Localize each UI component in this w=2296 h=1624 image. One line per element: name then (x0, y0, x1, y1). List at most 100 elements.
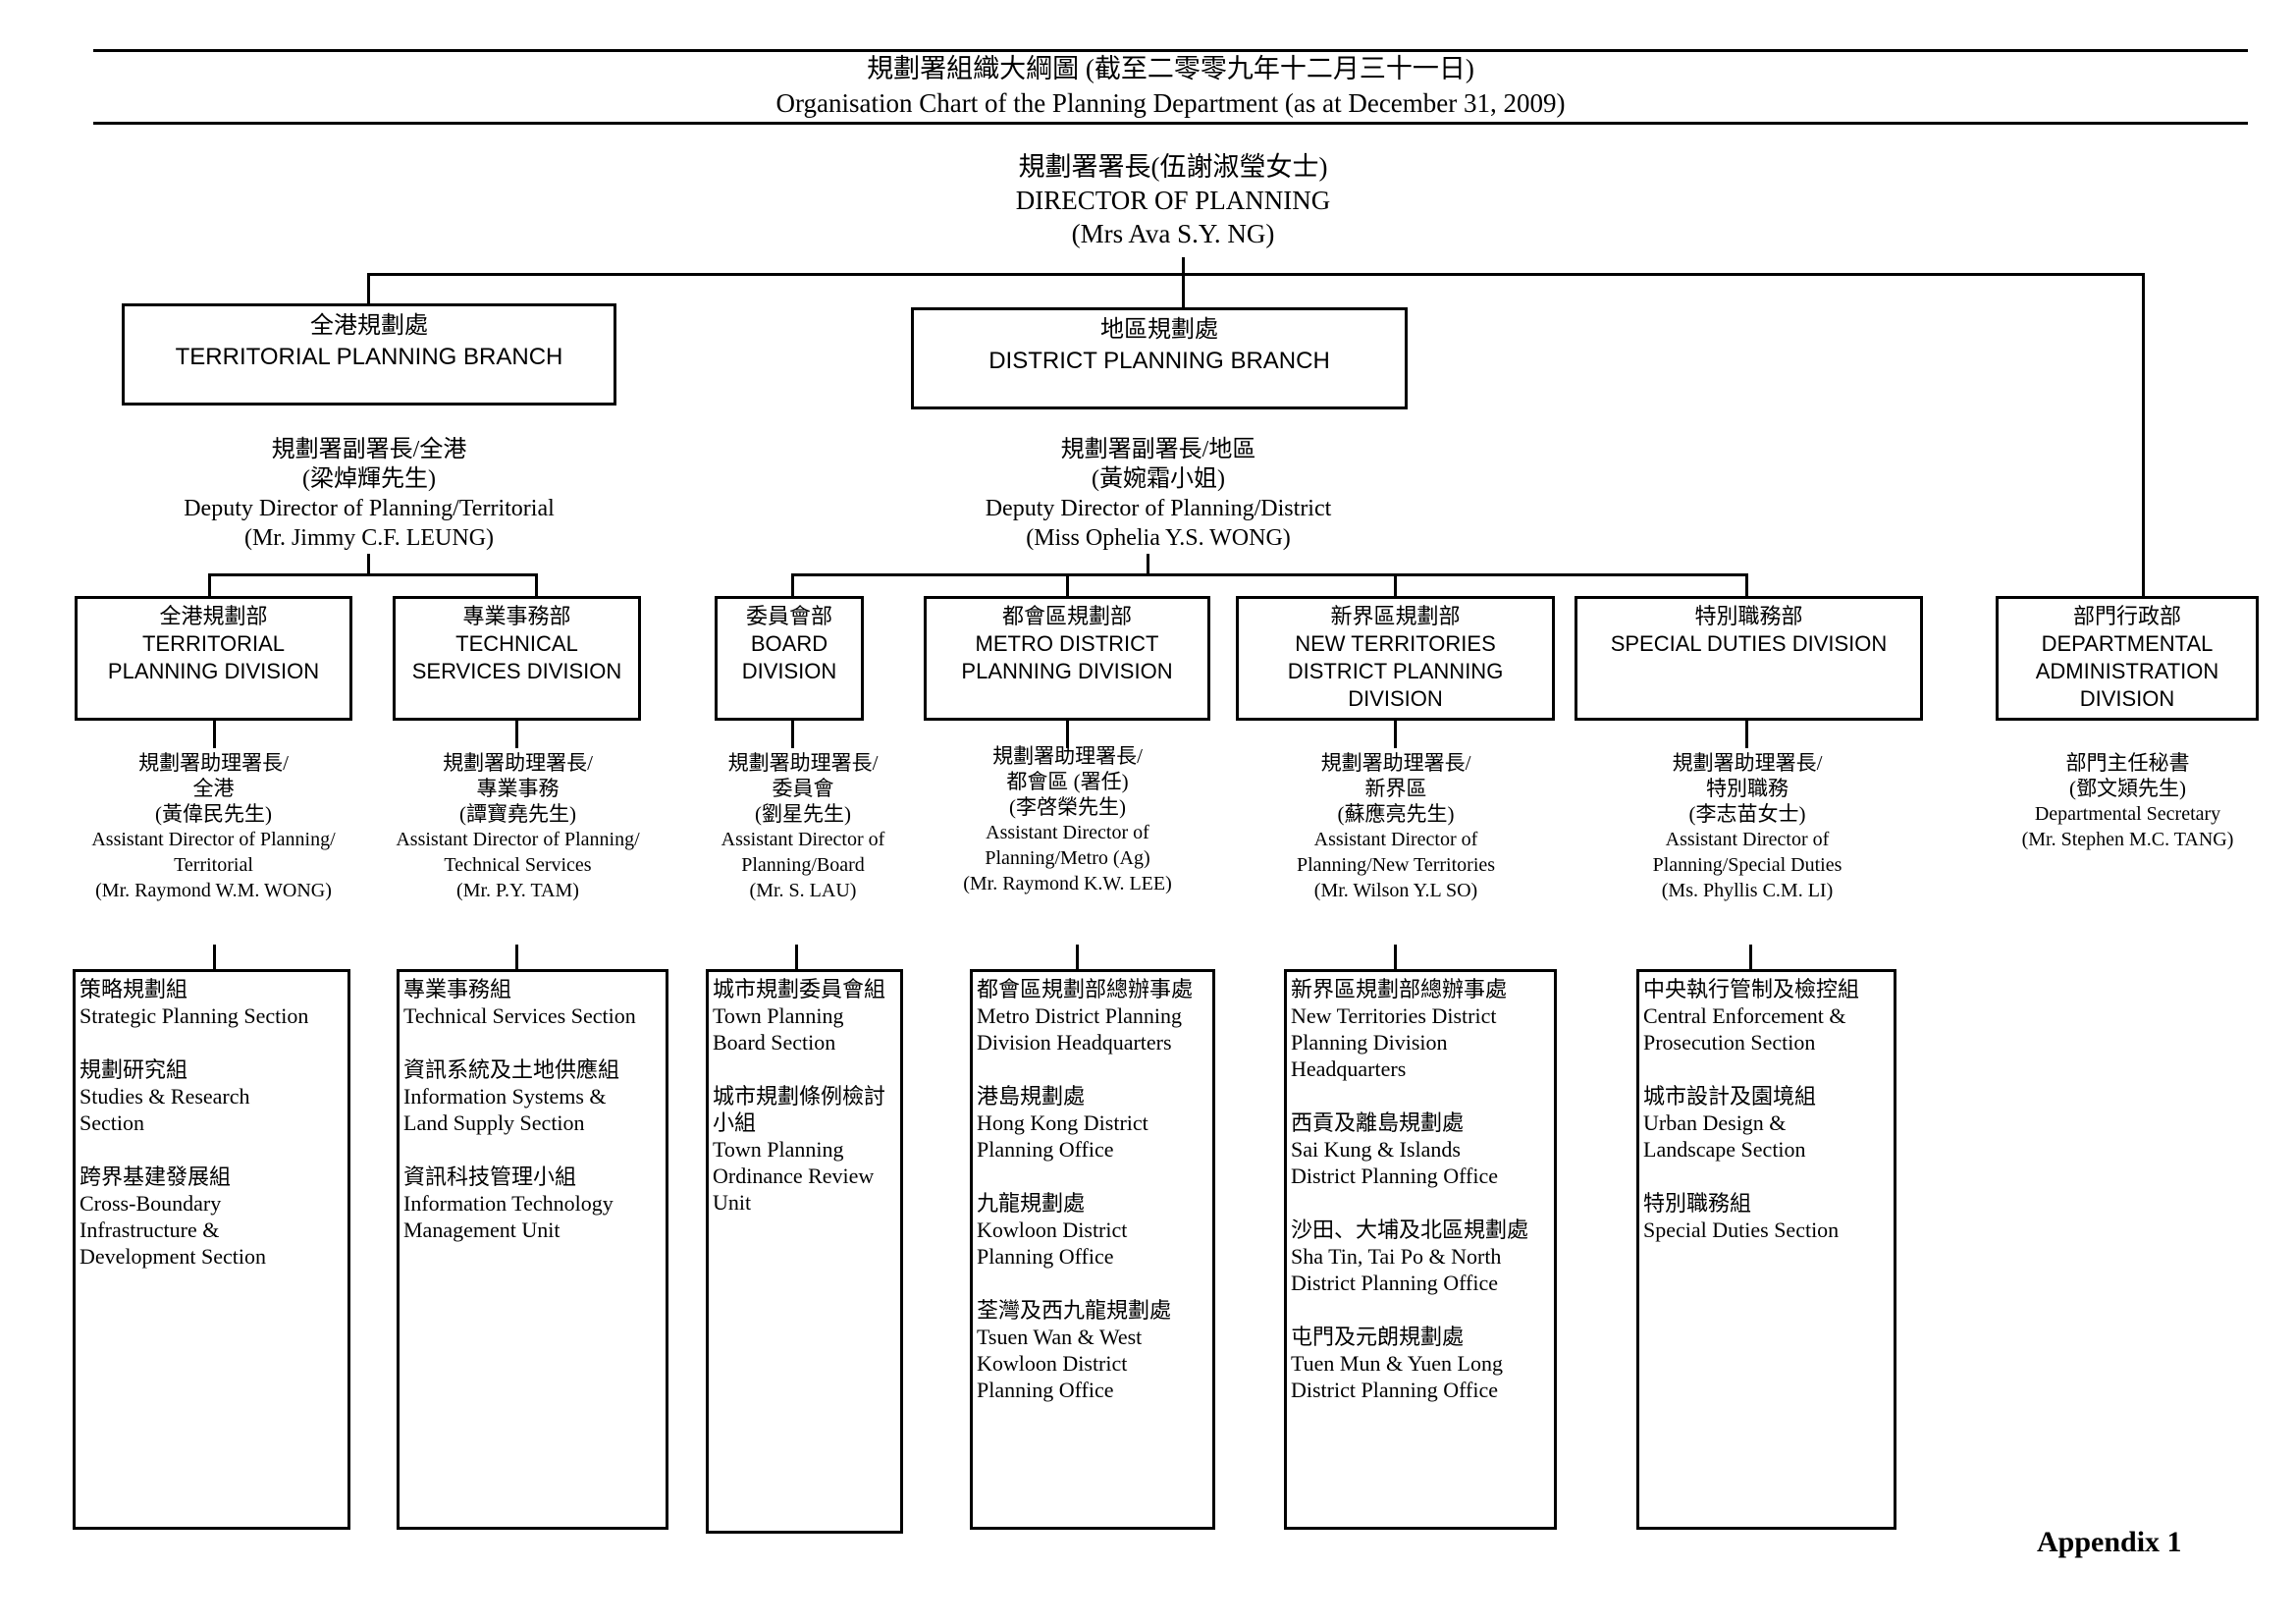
section-item: 特別職務組 Special Duties Section (1643, 1190, 1894, 1243)
ad-special-duties: 規劃署助理署長/ 特別職務 (李志苗女士) Assistant Director… (1610, 750, 1885, 903)
deputy-district-name-zh: (黃婉霜小姐) (1092, 466, 1225, 492)
section-en: Town Planning (713, 1003, 844, 1028)
deputy-district-name: (Miss Ophelia Y.S. WONG) (1026, 525, 1291, 551)
ad-line: 規劃署助理署長/ (727, 751, 879, 775)
sections-box-special-duties: 中央執行管制及檢控組 Central Enforcement & Prosecu… (1636, 969, 1896, 1530)
section-en: Information Technology (403, 1191, 614, 1216)
ad-line: Departmental Secretary (2034, 803, 2221, 825)
section-zh: 專業事務組 (403, 977, 512, 1001)
section-en: Sai Kung & Islands (1291, 1137, 1461, 1162)
section-en: District Planning Office (1291, 1271, 1498, 1295)
section-zh: 西貢及離島規劃處 (1291, 1110, 1465, 1135)
ad-line: 特別職務 (1706, 777, 1789, 800)
section-en: Central Enforcement & (1643, 1003, 1846, 1028)
section-zh: 港島規劃處 (977, 1084, 1086, 1109)
territorial-branch-connector (367, 273, 370, 304)
ad-line: (譚寶堯先生) (459, 802, 576, 826)
deputy-territorial: 規劃署副署長/全港 (梁焯輝先生) Deputy Director of Pla… (124, 435, 614, 553)
section-en: Division Headquarters (977, 1030, 1172, 1055)
territorial-sections-connector (213, 945, 216, 970)
section-en: Headquarters (1291, 1056, 1407, 1081)
deputy-territorial-en: Deputy Director of Planning/Territorial (184, 496, 555, 521)
division-box-metro: 都會區規劃部 METRO DISTRICT PLANNING DIVISION (924, 596, 1210, 721)
section-en: Kowloon District (977, 1218, 1128, 1242)
ad-line: Assistant Director of (721, 829, 885, 850)
section-zh: 規劃研究組 (80, 1057, 188, 1082)
section-en: Hong Kong District (977, 1110, 1148, 1135)
ad-line: (Mr. Raymond K.W. LEE) (963, 873, 1172, 894)
technical-ad-connector (515, 721, 518, 748)
section-zh: 沙田、大埔及北區規劃處 (1291, 1218, 1529, 1242)
division-en-line: BOARD (750, 631, 828, 656)
section-en: District Planning Office (1291, 1378, 1498, 1402)
special-div-connector (1745, 573, 1748, 597)
division-en-line: TERRITORIAL (141, 631, 286, 656)
deputy-territorial-name: (Mr. Jimmy C.F. LEUNG) (243, 525, 495, 551)
ad-line: Assistant Director of (1313, 829, 1478, 850)
sections-box-metro: 都會區規劃部總辦事處 Metro District Planning Divis… (970, 969, 1215, 1530)
division-en-line: DIVISION (2079, 686, 2175, 711)
division-en-line: PLANNING DIVISION (961, 659, 1173, 683)
section-en: Prosecution Section (1643, 1030, 1816, 1055)
territorial-ad-connector (213, 721, 216, 748)
director-title-en: DIRECTOR OF PLANNING (1015, 186, 1331, 215)
section-item: 策略規劃組 Strategic Planning Section (80, 976, 347, 1029)
header-top-rule (93, 49, 2248, 52)
appendix-label: Appendix 1 (2037, 1526, 2182, 1558)
section-zh: 新界區規劃部總辦事處 (1291, 977, 1508, 1001)
section-item: 都會區規劃部總辦事處 Metro District Planning Divis… (977, 976, 1212, 1056)
ad-line: 都會區 (署任) (1006, 770, 1129, 793)
board-sections-connector (795, 945, 798, 970)
page-title: 規劃署組織大綱圖 (截至二零零九年十二月三十一日) Organisation C… (93, 52, 2248, 121)
ad-line: 規劃署助理署長/ (1672, 751, 1823, 775)
section-item: 城市設計及園境組 Urban Design & Landscape Sectio… (1643, 1083, 1894, 1163)
special-ad-connector (1745, 721, 1748, 748)
section-en: District Planning Office (1291, 1164, 1498, 1188)
section-item: 資訊科技管理小組 Information Technology Manageme… (403, 1164, 666, 1243)
ad-territorial: 規劃署助理署長/ 全港 (黃偉民先生) Assistant Director o… (59, 750, 368, 903)
division-en-line: SERVICES DIVISION (411, 659, 622, 683)
division-en-line: SPECIAL DUTIES DIVISION (1610, 631, 1888, 656)
section-item: 港島規劃處 Hong Kong District Planning Office (977, 1083, 1212, 1163)
section-en: Metro District Planning (977, 1003, 1182, 1028)
section-item: 規劃研究組 Studies & Research Section (80, 1056, 347, 1136)
section-en: Unit (713, 1190, 752, 1215)
section-item: 資訊系統及土地供應組 Information Systems & Land Su… (403, 1056, 666, 1136)
ad-line: Technical Services (444, 854, 592, 876)
technical-sections-connector (515, 945, 518, 970)
ad-line: 規劃署助理署長/ (138, 751, 289, 775)
section-item: 沙田、大埔及北區規劃處 Sha Tin, Tai Po & North Dist… (1291, 1217, 1554, 1296)
section-item: 西貢及離島規劃處 Sai Kung & Islands District Pla… (1291, 1110, 1554, 1189)
division-zh: 全港規劃部 (159, 604, 268, 628)
section-zh: 屯門及元朗規劃處 (1291, 1325, 1465, 1349)
division-zh: 新界區規劃部 (1330, 604, 1461, 628)
ad-line: Planning/Special Duties (1652, 854, 1842, 876)
section-en: Urban Design & (1643, 1110, 1787, 1135)
section-zh: 城市規劃委員會組 (713, 977, 886, 1001)
sections-box-territorial: 策略規劃組 Strategic Planning Section 規劃研究組 S… (73, 969, 350, 1530)
metro-sections-connector (1076, 945, 1079, 970)
ad-line: Planning/Board (741, 854, 865, 876)
ad-line: 全港 (192, 777, 235, 800)
division-box-board: 委員會部 BOARD DIVISION (715, 596, 864, 721)
division-box-new-territories: 新界區規劃部 NEW TERRITORIES DISTRICT PLANNING… (1236, 596, 1555, 721)
deputy-territorial-zh: 規劃署副署長/全港 (271, 437, 467, 462)
division-zh: 委員會部 (745, 604, 832, 628)
ad-line: (Mr. Stephen M.C. TANG) (2021, 829, 2234, 850)
section-en: Planning Office (977, 1378, 1114, 1402)
technical-div-connector (535, 573, 538, 597)
section-en: Landscape Section (1643, 1137, 1806, 1162)
ad-admin: 部門主任秘書 (鄧文熲先生) Departmental Secretary (M… (1993, 750, 2263, 852)
district-branch-zh: 地區規劃處 (1100, 316, 1218, 343)
section-item: 城市規劃條例檢討 小組 Town Planning Ordinance Revi… (713, 1083, 900, 1216)
page-title-zh: 規劃署組織大綱圖 (截至二零零九年十二月三十一日) (867, 54, 1474, 83)
ad-line: 專業事務 (476, 777, 560, 800)
section-item: 專業事務組 Technical Services Section (403, 976, 666, 1029)
division-box-admin: 部門行政部 DEPARTMENTAL ADMINISTRATION DIVISI… (1996, 596, 2259, 721)
director-branch-bar (367, 273, 2145, 276)
section-en: Town Planning (713, 1137, 844, 1162)
ad-line: (Mr. Wilson Y.L SO) (1313, 880, 1478, 901)
division-en-line: NEW TERRITORIES (1295, 631, 1496, 656)
ad-line: 規劃署助理署長/ (443, 751, 593, 775)
ad-metro: 規劃署助理署長/ 都會區 (署任) (李啓榮先生) Assistant Dire… (933, 743, 1202, 896)
